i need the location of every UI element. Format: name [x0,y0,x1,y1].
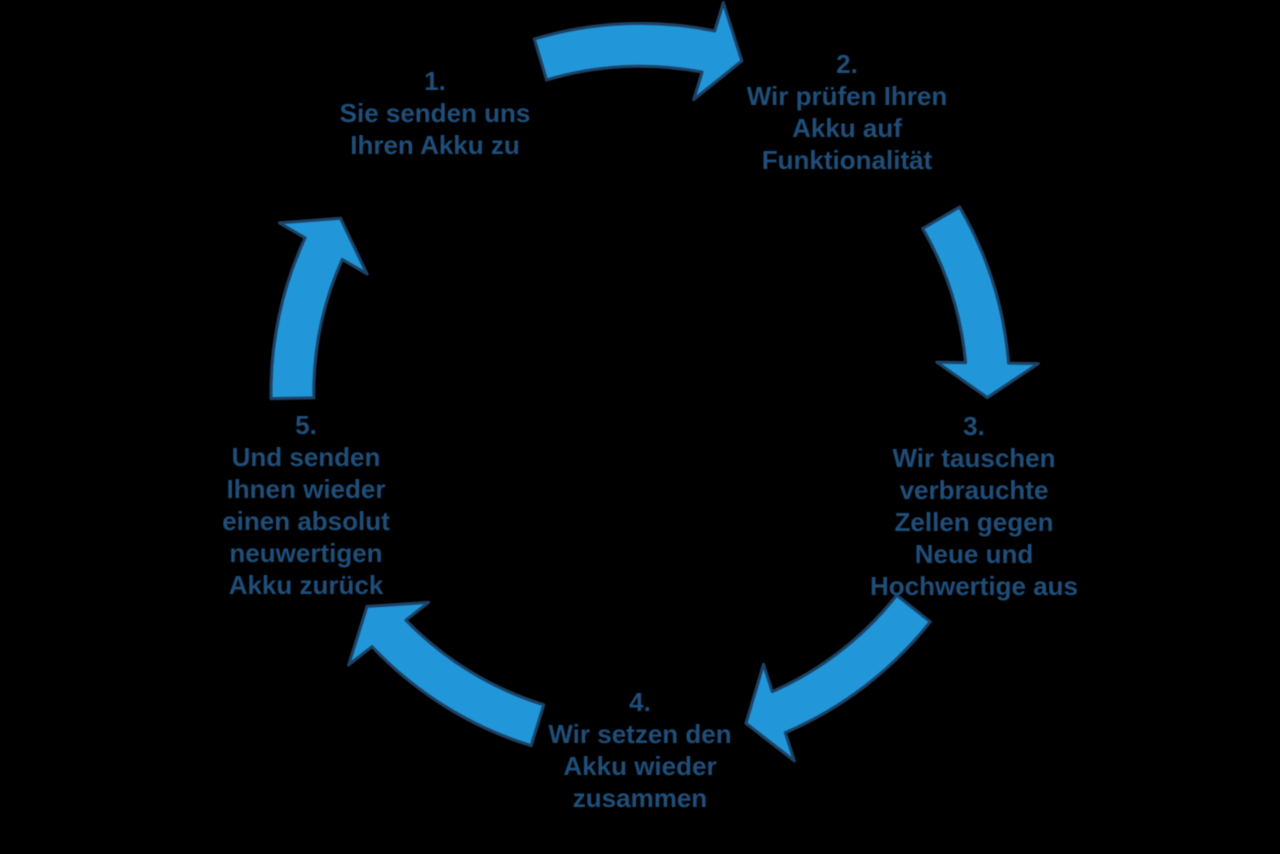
step-1-label: 1. Sie senden uns Ihren Akku zu [340,65,531,161]
step-5-line-5: Akku zurück [228,570,384,600]
step-5-label: 5. Und senden Ihnen wieder einen absolut… [222,409,390,601]
step-2-label: 2. Wir prüfen Ihren Akku auf Funktionali… [747,48,948,176]
step-2-line-1: Wir prüfen Ihren [746,81,948,111]
step-5-line-2: Ihnen wieder [226,474,386,504]
step-3-line-3: Zellen gegen [894,507,1054,537]
step-4-label: 4. Wir setzen den Akku wieder zusammen [548,686,731,814]
step-3-line-1: Wir tauschen [892,443,1056,473]
step-4-number: 4. [629,687,651,717]
step-1-number: 1. [424,66,446,96]
cycle-arrow-4-5 [347,600,546,748]
cycle-arrow-5-1 [269,216,369,401]
step-3-line-5: Hochwertige aus [869,571,1079,601]
cycle-arrow-2-3 [921,205,1040,400]
step-2-line-2: Akku auf [792,113,902,143]
step-3-label: 3. Wir tauschen verbrauchte Zellen gegen… [870,410,1078,602]
step-4-line-2: Akku wieder [563,751,717,781]
step-4-line-3: zusammen [572,783,708,813]
step-3-line-4: Neue und [914,539,1034,569]
step-5-line-4: neuwertigen [229,538,383,568]
step-2-line-3: Funktionalität [761,145,933,175]
cycle-arrow-3-4 [744,593,932,763]
step-4-line-1: Wir setzen den [548,719,732,749]
step-2-number: 2. [836,49,858,79]
step-1-line-1: Sie senden uns [339,98,531,128]
step-5-line-1: Und senden [231,442,381,472]
step-5-line-3: einen absolut [222,506,390,536]
step-1-line-2: Ihren Akku zu [350,130,520,160]
step-3-number: 3. [963,411,985,441]
step-5-number: 5. [295,410,317,440]
cycle-arrow-1-2 [532,1,744,102]
step-3-line-2: verbrauchte [899,475,1049,505]
